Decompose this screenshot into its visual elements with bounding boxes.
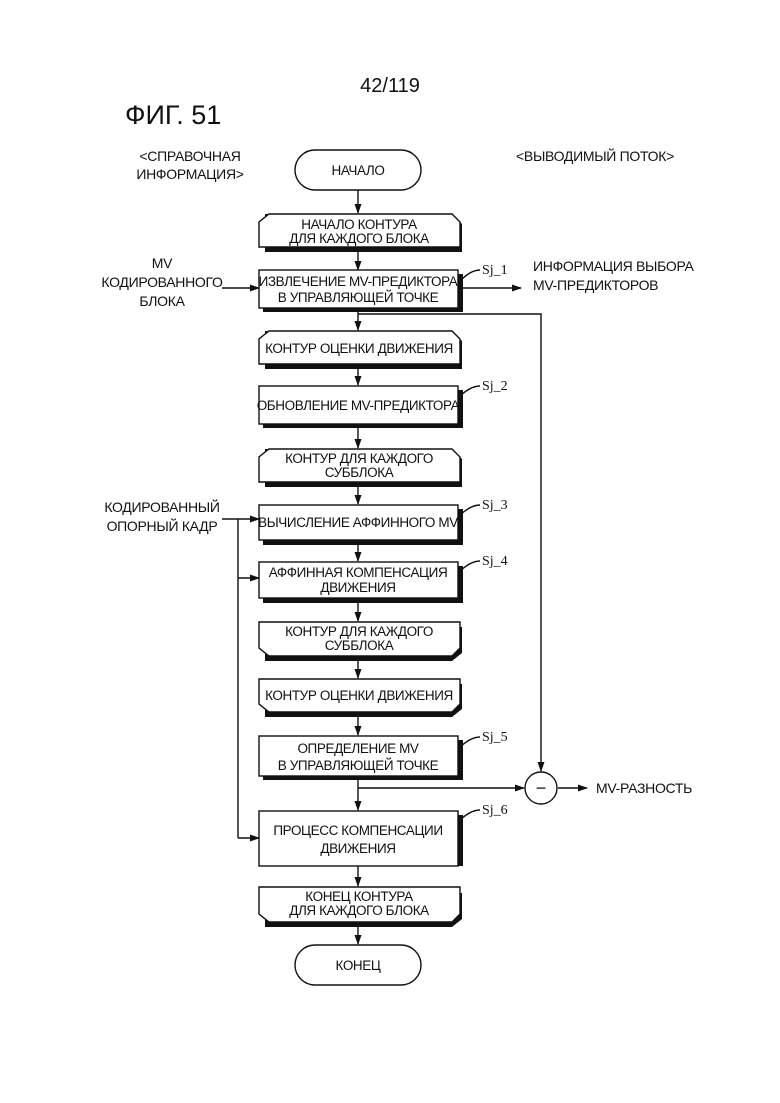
mv-coded-block-line1: MV <box>152 255 173 271</box>
loop-subblock-start-line2: СУББЛОКА <box>325 465 394 480</box>
coded-reference-frame-line2: ОПОРНЫЙ КАДР <box>107 517 218 534</box>
loop-block-end-line1: КОНЕЦ КОНТУРА <box>305 889 413 904</box>
end-label: КОНЕЦ <box>336 958 381 973</box>
step-sj6: ПРОЦЕСС КОМПЕНСАЦИИ ДВИЖЕНИЯ <box>259 811 463 866</box>
step-sj3: ВЫЧИСЛЕНИЕ АФФИННОГО MV <box>258 505 463 545</box>
mv-coded-block-line3: БЛОКА <box>139 293 185 309</box>
step-sj1: ИЗВЛЕЧЕНИЕ MV-ПРЕДИКТОРА В УПРАВЛЯЮЩЕЙ Т… <box>259 270 463 312</box>
start-label: НАЧАЛО <box>332 163 385 178</box>
step-label-sj3: Sj_3 <box>482 498 508 513</box>
step-sj3-label: ВЫЧИСЛЕНИЕ АФФИННОГО MV <box>258 515 458 530</box>
mv-coded-block-line2: КОДИРОВАННОГО <box>101 274 223 290</box>
loop-me-end: КОНТУР ОЦЕНКИ ДВИЖЕНИЯ <box>259 679 462 717</box>
start-terminal: НАЧАЛО <box>295 150 421 190</box>
end-terminal: КОНЕЦ <box>295 945 421 985</box>
step-label-sj1: Sj_1 <box>482 263 508 278</box>
predictor-selection-info-line2: MV-ПРЕДИКТОРОВ <box>533 277 658 293</box>
step-label-sj2: Sj_2 <box>482 379 508 394</box>
subtractor-node: − <box>525 772 557 804</box>
output-stream-header: <ВЫВОДИМЫЙ ПОТОК> <box>516 147 674 164</box>
loop-subblock-end-line1: КОНТУР ДЛЯ КАЖДОГО <box>285 624 433 639</box>
step-sj5-line1: ОПРЕДЕЛЕНИЕ MV <box>297 741 418 756</box>
loop-subblock-start: КОНТУР ДЛЯ КАЖДОГО СУББЛОКА <box>259 449 462 487</box>
loop-me-start-label: КОНТУР ОЦЕНКИ ДВИЖЕНИЯ <box>265 341 453 356</box>
step-sj5: ОПРЕДЕЛЕНИЕ MV В УПРАВЛЯЮЩЕЙ ТОЧКЕ <box>259 736 463 780</box>
step-label-sj4: Sj_4 <box>482 554 508 569</box>
reference-info-header-line1: <СПРАВОЧНАЯ <box>139 148 240 164</box>
loop-subblock-end-line2: СУББЛОКА <box>325 638 394 653</box>
step-label-sj5: Sj_5 <box>482 730 508 745</box>
step-sj6-line2: ДВИЖЕНИЯ <box>320 841 395 856</box>
predictor-selection-info-line1: ИНФОРМАЦИЯ ВЫБОРА <box>533 258 695 274</box>
step-sj4: АФФИННАЯ КОМПЕНСАЦИЯ ДВИЖЕНИЯ <box>259 562 463 603</box>
step-sj6-line1: ПРОЦЕСС КОМПЕНСАЦИИ <box>273 823 442 838</box>
loop-subblock-start-line1: КОНТУР ДЛЯ КАЖДОГО <box>285 451 433 466</box>
step-label-sj6: Sj_6 <box>482 803 508 818</box>
step-sj5-line2: В УПРАВЛЯЮЩЕЙ ТОЧКЕ <box>278 758 439 773</box>
minus-sign: − <box>536 778 547 798</box>
loop-block-end-line2: ДЛЯ КАЖДОГО БЛОКА <box>289 903 429 918</box>
step-sj1-line2: В УПРАВЛЯЮЩЕЙ ТОЧКЕ <box>278 290 439 305</box>
coded-reference-frame-line1: КОДИРОВАННЫЙ <box>104 498 219 515</box>
loop-me-start: КОНТУР ОЦЕНКИ ДВИЖЕНИЯ <box>259 331 462 369</box>
figure-title: ФИГ. 51 <box>125 100 221 130</box>
step-sj2-label: ОБНОВЛЕНИЕ MV-ПРЕДИКТОРА <box>257 398 460 413</box>
loop-block-start-line1: НАЧАЛО КОНТУРА <box>301 217 417 232</box>
loop-subblock-end: КОНТУР ДЛЯ КАЖДОГО СУББЛОКА <box>259 622 462 661</box>
mv-difference-output: MV-РАЗНОСТЬ <box>596 780 692 796</box>
step-sj4-line2: ДВИЖЕНИЯ <box>320 580 395 595</box>
loop-block-start: НАЧАЛО КОНТУРА ДЛЯ КАЖДОГО БЛОКА <box>259 214 462 252</box>
loop-block-end: КОНЕЦ КОНТУРА ДЛЯ КАЖДОГО БЛОКА <box>259 887 462 927</box>
loop-me-end-label: КОНТУР ОЦЕНКИ ДВИЖЕНИЯ <box>265 688 453 703</box>
reference-info-header-line2: ИНФОРМАЦИЯ> <box>136 166 243 182</box>
page-number: 42/119 <box>360 75 420 97</box>
step-sj1-line1: ИЗВЛЕЧЕНИЕ MV-ПРЕДИКТОРА <box>259 274 458 289</box>
step-sj4-line1: АФФИННАЯ КОМПЕНСАЦИЯ <box>269 565 448 580</box>
loop-block-start-line2: ДЛЯ КАЖДОГО БЛОКА <box>289 231 429 246</box>
step-sj2: ОБНОВЛЕНИЕ MV-ПРЕДИКТОРА <box>257 386 463 428</box>
